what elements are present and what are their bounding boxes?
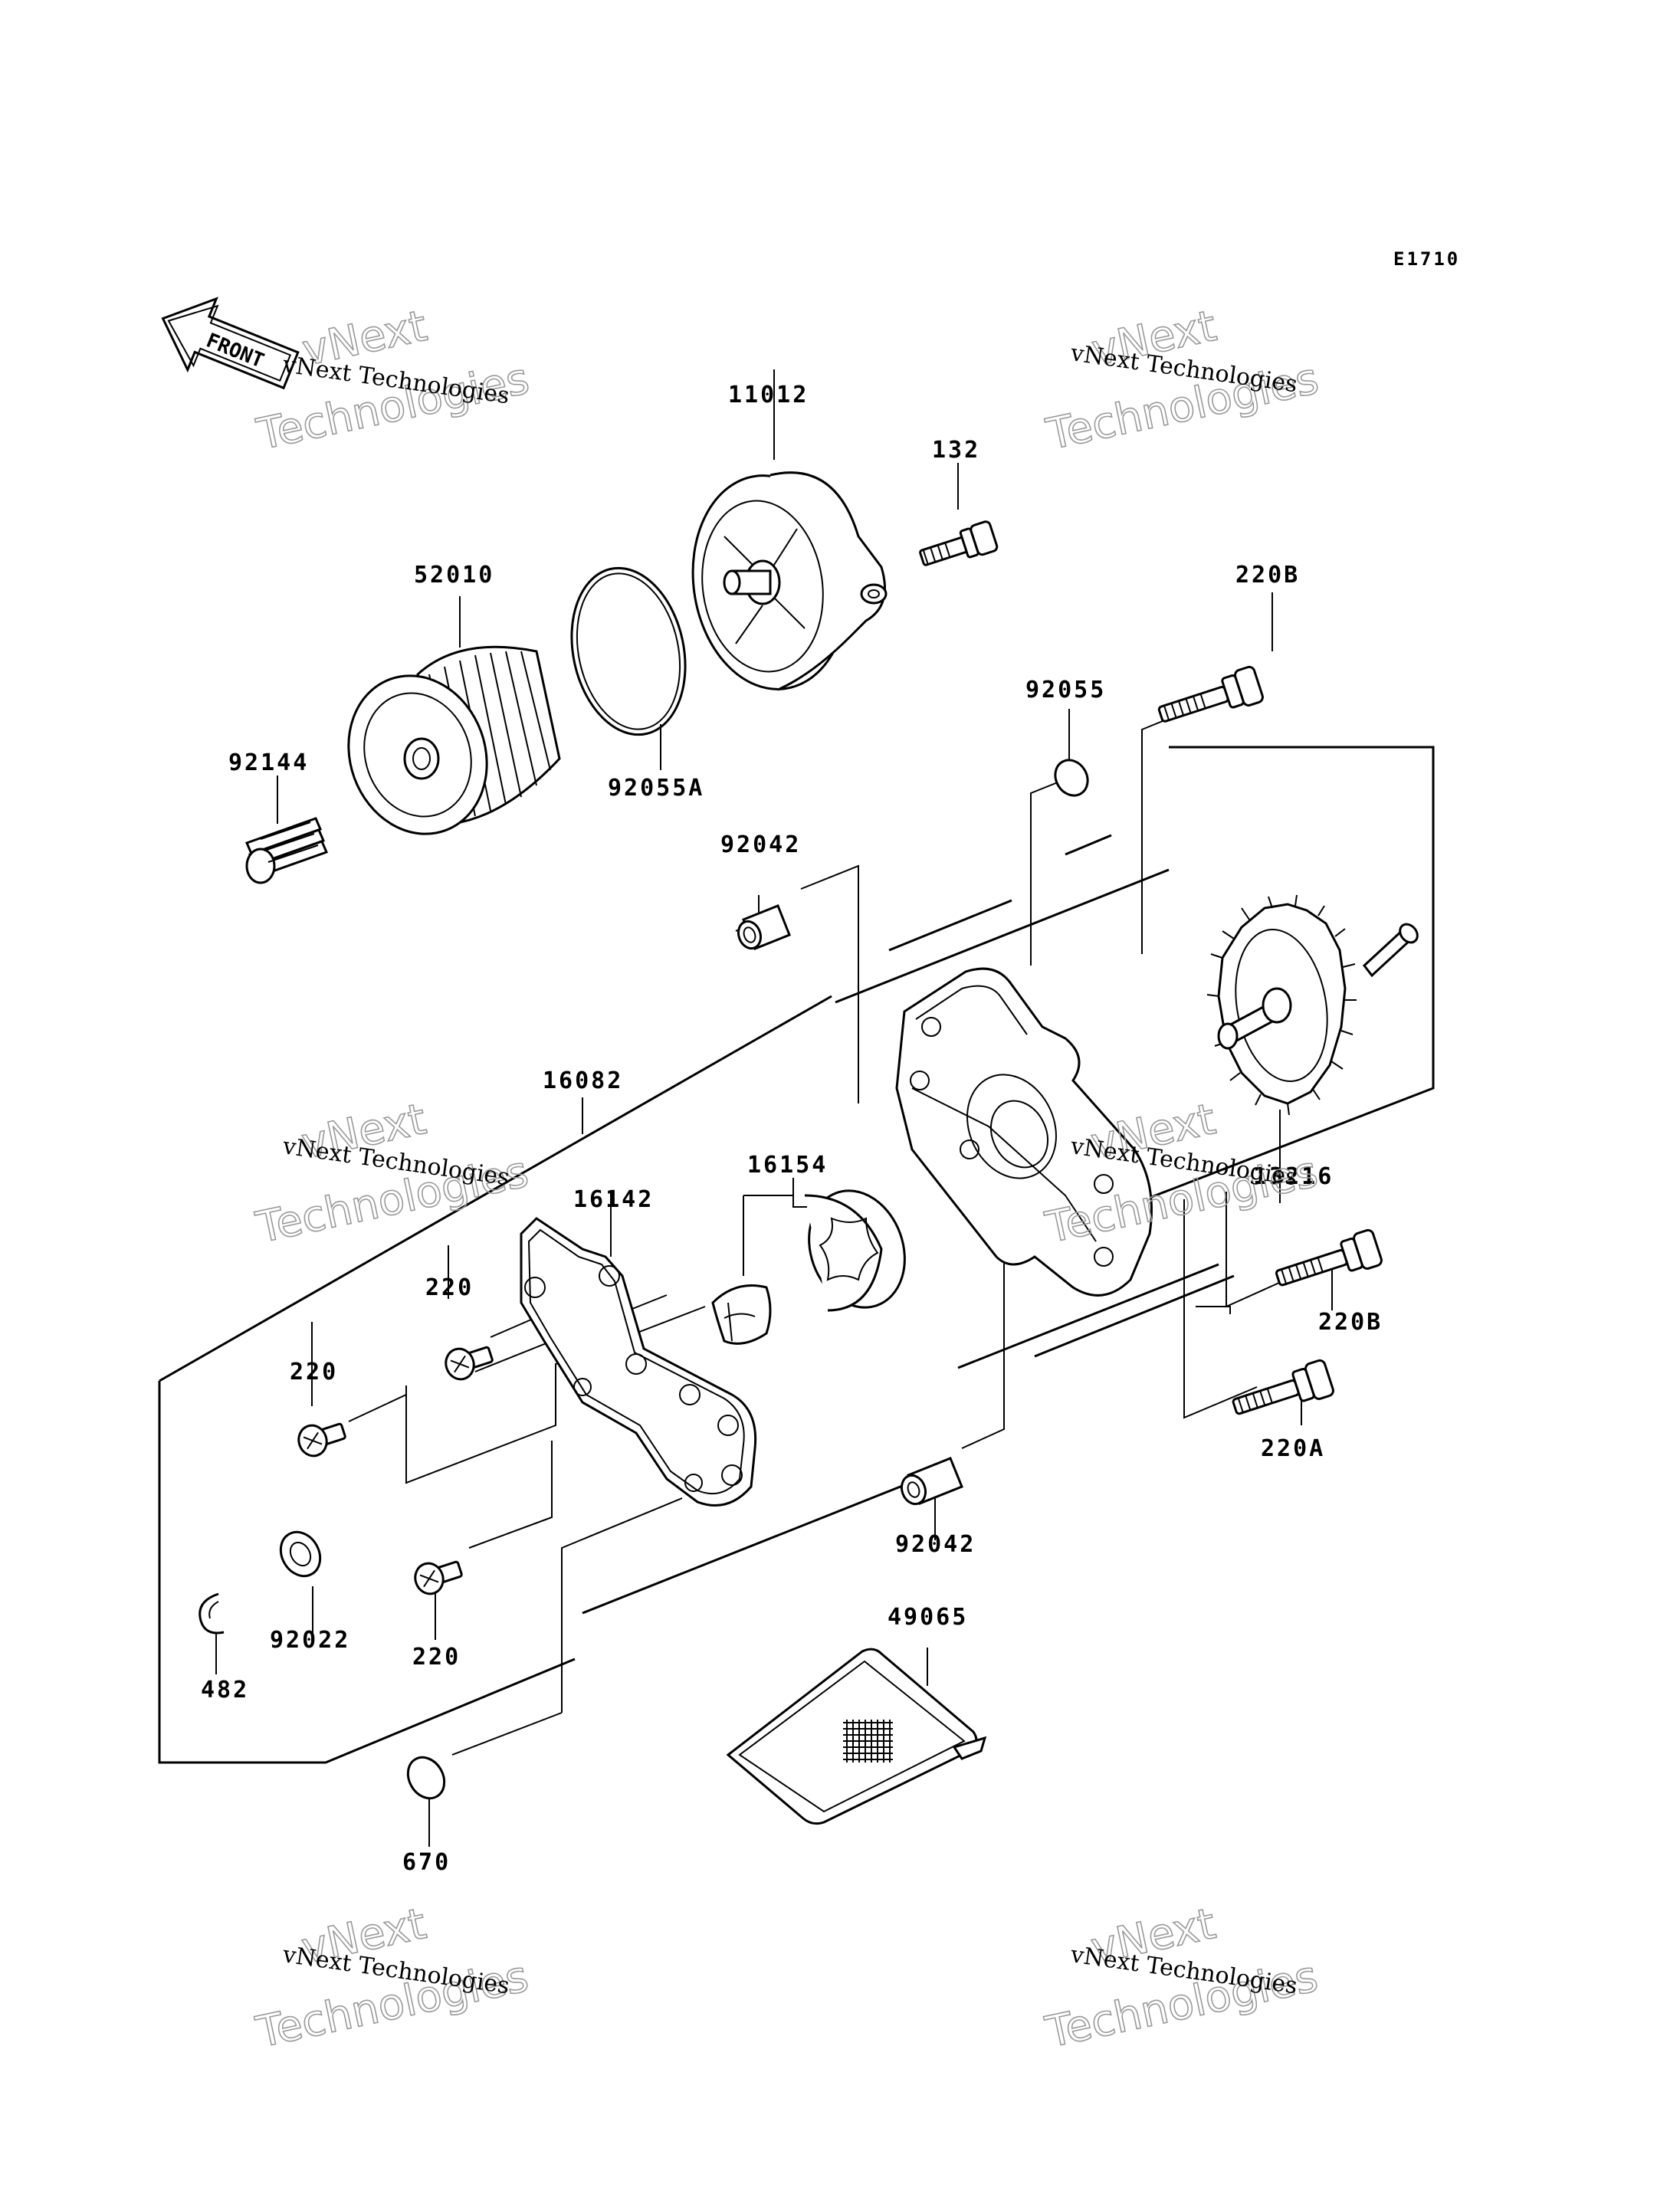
o-ring-92055A [570,566,687,770]
part-label-670: 670 [402,1849,451,1876]
oil-filter-cover [691,471,888,691]
part-label-220B-top: 220B [1235,562,1300,589]
part-label-482: 482 [201,1677,249,1703]
bolt-220B-mid [1275,1228,1383,1287]
part-label-92055A: 92055A [608,775,704,802]
part-label-16082: 16082 [543,1067,623,1094]
oil-filter-element [347,645,561,835]
part-label-220-c: 220 [412,1644,461,1671]
pump-gear-shaft-13216 [1206,894,1419,1116]
pump-rotor-16154 [711,1189,906,1345]
screw-220-a [445,1346,494,1381]
front-arrow-icon: FRONT [161,297,300,390]
spring-92144 [244,817,329,884]
part-label-92042-top: 92042 [720,831,801,858]
dowel-pin-92042-bottom [900,1457,963,1506]
screw-220-c [414,1560,463,1595]
part-label-92022: 92022 [270,1627,350,1654]
part-label-52010: 52010 [414,562,494,589]
part-label-11012: 11012 [728,382,809,408]
part-label-220-b: 220 [290,1359,338,1385]
part-label-220B-mid: 220B [1318,1309,1383,1336]
part-label-92042-bottom: 92042 [895,1531,976,1558]
part-label-220-a: 220 [425,1274,474,1301]
oil-screen-49065 [726,1648,987,1825]
bolt-220B-top [1157,665,1264,723]
part-label-49065: 49065 [888,1604,968,1631]
part-label-220A: 220A [1261,1435,1325,1462]
bolt-132 [919,520,999,566]
part-label-16154: 16154 [747,1152,828,1179]
part-label-13216: 13216 [1253,1163,1334,1190]
mesh-grid-icon [843,1720,893,1763]
part-label-92055: 92055 [1025,677,1106,703]
dowel-pin-92042-top [737,904,791,950]
o-ring-670 [406,1756,446,1800]
part-label-132: 132 [932,437,980,464]
pump-cover-plate-16142 [520,1217,757,1507]
part-label-92144: 92144 [228,749,309,776]
diagram-code: E1710 [1393,248,1460,270]
washer-92022 [279,1530,322,1578]
oil-pump-body [895,967,1153,1297]
assembly-outline [158,746,1435,1764]
part-label-16142: 16142 [573,1186,654,1213]
circlip-482 [199,1592,225,1635]
screw-220-b [297,1422,346,1458]
o-ring-92055 [1054,759,1089,797]
bolt-220A [1232,1359,1334,1415]
